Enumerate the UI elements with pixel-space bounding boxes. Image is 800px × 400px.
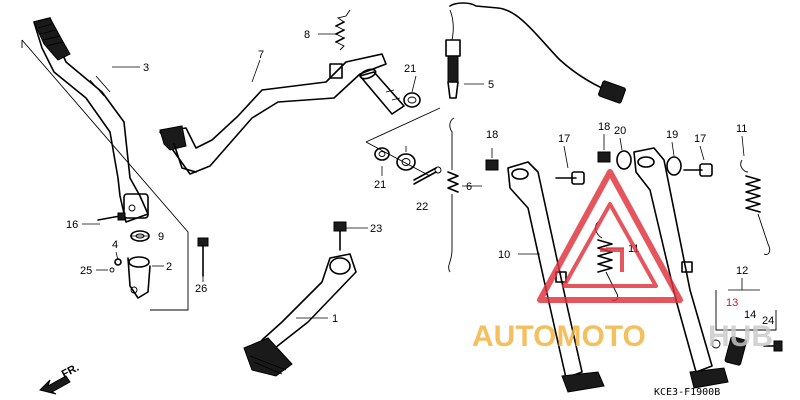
collar-15: [396, 153, 416, 171]
front-direction-indicator: FR.: [39, 362, 81, 395]
nut-18a: [485, 159, 499, 171]
assembly-leader: [365, 107, 441, 177]
shift-pedal-bolt: [333, 221, 347, 251]
callout-17-left: 17: [558, 133, 570, 145]
side-stand-2: [633, 147, 729, 389]
kick-arm-bolt: [97, 212, 126, 221]
washer-21-lower: [374, 147, 390, 161]
callout-11-right: 11: [736, 123, 747, 135]
callout-14: 14: [744, 309, 756, 321]
switch-group-bracket: [715, 290, 777, 331]
brake-light-switch: [445, 2, 626, 104]
callout-18-right: 18: [598, 121, 610, 133]
nut-18b: [597, 151, 611, 163]
callout-2: 2: [166, 261, 172, 273]
callout-16: 16: [66, 219, 78, 231]
callout-21-upper: 21: [404, 63, 416, 75]
callout-18-left: 18: [486, 129, 498, 141]
washer-20: [616, 150, 632, 170]
callout-7: 7: [258, 49, 264, 61]
long-bolt: [197, 237, 209, 277]
callout-17-right: 17: [694, 133, 706, 145]
callout-24: 24: [762, 315, 774, 327]
brake-pivot-shaft: [359, 68, 405, 115]
washer-19: [666, 156, 682, 176]
watermark: AUTOMOTO HUB: [472, 169, 773, 353]
callout-4: 4: [112, 239, 118, 251]
watermark-logo-icon: [537, 169, 683, 303]
callout-6: 6: [466, 181, 472, 193]
callout-8: 8: [304, 29, 310, 41]
callout-3: 3: [143, 62, 149, 74]
callout-5: 5: [488, 79, 494, 91]
return-spring-6: [447, 117, 459, 273]
callout-13: 13: [726, 297, 738, 309]
pivot-bolt-17a: [555, 171, 585, 185]
watermark-text-primary: AUTOMOTO: [472, 320, 646, 353]
gearshift-pedal: [243, 253, 357, 377]
diagram-code: KCE3-F1900B: [654, 387, 720, 398]
kick-spindle-assembly: [109, 256, 151, 299]
stand-spring-11a: [595, 221, 619, 301]
callout-leaders: [82, 33, 760, 319]
washer-21-upper: [403, 92, 421, 108]
cotter-pin-22: [413, 166, 442, 185]
callout-10: 10: [498, 249, 510, 261]
brake-pedal: [159, 53, 387, 175]
callout-12: 12: [736, 265, 748, 277]
callout-9: 9: [158, 231, 164, 243]
front-label: FR.: [60, 362, 81, 381]
callout-23: 23: [370, 223, 382, 235]
callout-25: 25: [80, 265, 92, 277]
callout-26: 26: [195, 283, 207, 295]
callout-22: 22: [416, 201, 428, 213]
callout-1: 1: [332, 313, 338, 325]
kick-arm-boundary: [21, 39, 189, 311]
watermark-text-secondary: HUB: [708, 320, 773, 353]
pivot-bolt-17b: [683, 163, 713, 177]
stand-spring-11b: [740, 159, 771, 255]
kick-starter-arm: [33, 17, 149, 223]
callout-20: 20: [614, 125, 626, 137]
return-spring-8: [334, 9, 351, 51]
stand-switch-assembly: [711, 336, 783, 366]
front-arrow-icon: [39, 375, 71, 395]
side-stand: [507, 161, 605, 393]
callout-21-lower: 21: [374, 179, 386, 191]
callout-19: 19: [666, 129, 678, 141]
